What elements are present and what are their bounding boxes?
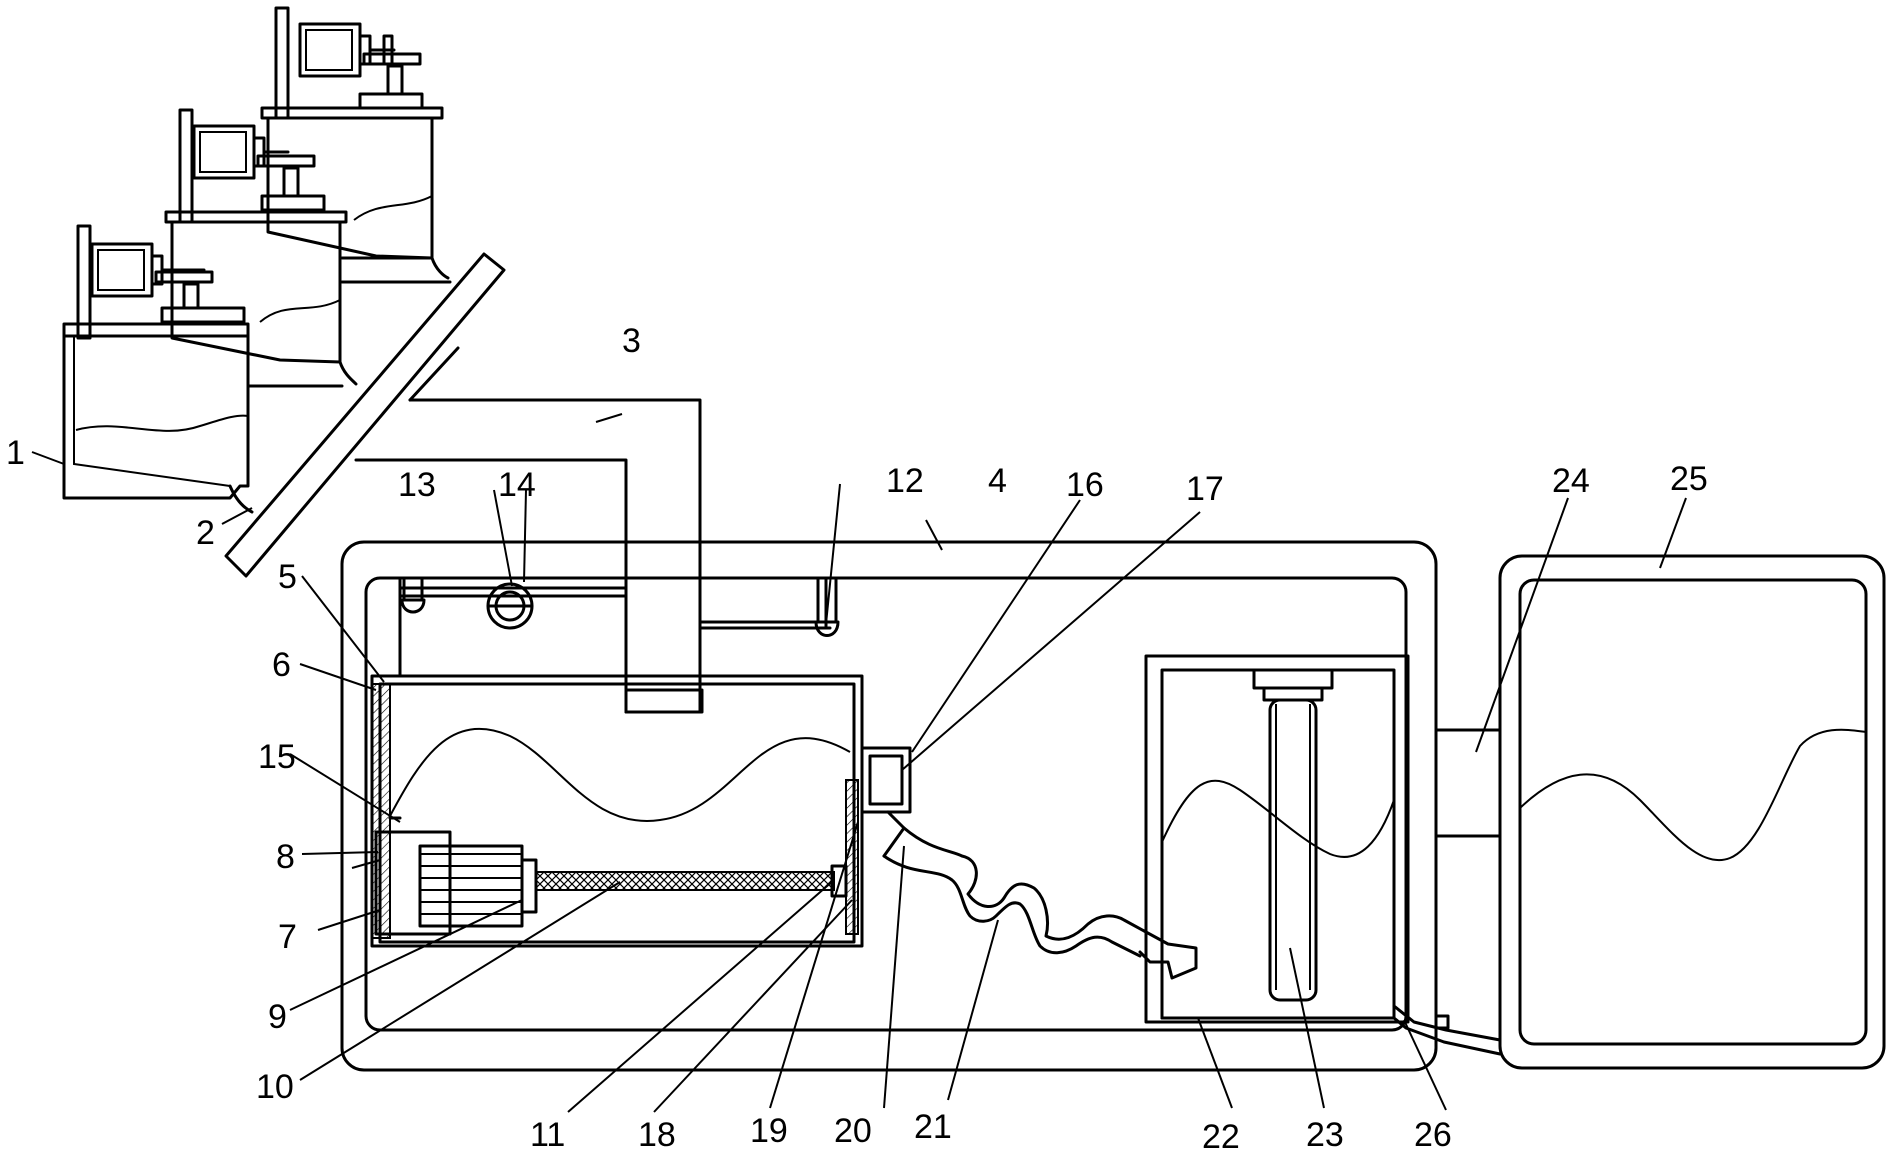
motor-assembly	[374, 830, 848, 936]
outer-housing	[340, 540, 1438, 1072]
storage-tank	[1498, 554, 1886, 1070]
label-2: 2	[196, 514, 215, 552]
label-8: 8	[276, 838, 295, 876]
lower-feed-hopper	[62, 224, 344, 514]
label-1: 1	[6, 434, 25, 472]
label-10: 10	[256, 1068, 294, 1106]
reference-numerals: 1 2 3 4 5 6 7 8 9 10 11 12 13 14 15 16 1…	[6, 322, 1708, 1152]
collection-tank	[1144, 654, 1502, 1056]
label-4: 4	[988, 462, 1007, 500]
label-17: 17	[1186, 470, 1224, 508]
connector-pipe	[1434, 728, 1502, 838]
label-16: 16	[1066, 466, 1104, 504]
label-15: 15	[258, 738, 296, 776]
label-20: 20	[834, 1112, 872, 1150]
label-22: 22	[1202, 1118, 1240, 1152]
label-23: 23	[1306, 1116, 1344, 1152]
feed-hopper-assembly	[62, 6, 452, 514]
top-rail	[398, 576, 840, 678]
upper-feed-hopper	[260, 6, 450, 280]
leader-lines	[31, 413, 1687, 1113]
label-18: 18	[638, 1116, 676, 1152]
discharge-hose	[882, 810, 1198, 980]
label-5: 5	[278, 558, 297, 596]
label-3: 3	[622, 322, 641, 360]
inner-tank	[370, 674, 864, 948]
label-11: 11	[530, 1116, 565, 1152]
label-26: 26	[1414, 1116, 1452, 1152]
label-12: 12	[886, 462, 924, 500]
label-25: 25	[1670, 460, 1708, 498]
label-13: 13	[398, 466, 436, 504]
label-6: 6	[272, 646, 291, 684]
label-9: 9	[268, 998, 287, 1036]
label-21: 21	[914, 1108, 952, 1146]
inclined-chute	[224, 252, 506, 578]
label-7: 7	[278, 918, 297, 956]
label-24: 24	[1552, 462, 1590, 500]
label-14: 14	[498, 466, 536, 504]
feed-duct	[354, 346, 704, 714]
middle-feed-hopper	[164, 108, 452, 386]
sensor-box	[860, 746, 912, 814]
label-19: 19	[750, 1112, 788, 1150]
